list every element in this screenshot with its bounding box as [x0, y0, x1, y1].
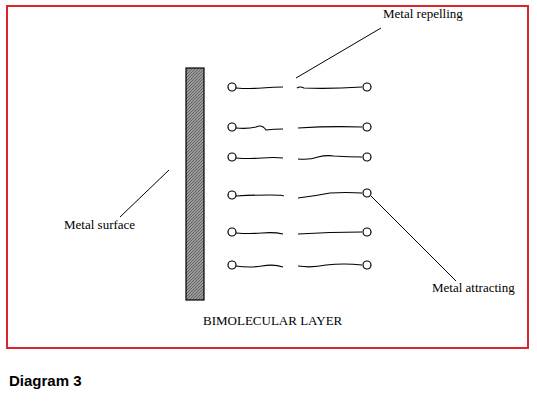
- callout-label: BIMOLECULAR LAYER: [203, 313, 342, 328]
- molecule-tail: [298, 232, 362, 234]
- outer-molecules: [297, 83, 371, 269]
- figure-caption: Diagram 3: [9, 372, 82, 390]
- molecule-head: [228, 191, 236, 199]
- molecule-head: [228, 153, 236, 161]
- molecule-head: [228, 228, 236, 236]
- metal-surface-bar: [186, 68, 204, 300]
- molecule-tail: [236, 265, 283, 267]
- molecule-head: [228, 123, 236, 131]
- inner-molecules: [228, 83, 283, 269]
- molecule-tail: [236, 87, 283, 89]
- molecule-tail: [298, 127, 362, 128]
- molecule-head: [363, 189, 371, 197]
- molecule-head: [363, 228, 371, 236]
- molecule-tail: [236, 126, 283, 130]
- molecule-tail: [236, 195, 283, 196]
- molecule-head: [363, 83, 371, 91]
- molecule-tail: [236, 233, 283, 234]
- leader-line: [371, 196, 456, 281]
- molecule-tail: [298, 193, 362, 199]
- molecule-tail: [236, 158, 283, 159]
- molecule-head: [228, 261, 236, 269]
- molecule-tail: [298, 156, 362, 160]
- frame-border: [7, 6, 528, 348]
- molecule-head: [228, 83, 236, 91]
- leader-line: [120, 170, 169, 217]
- molecule-tail: [298, 264, 362, 267]
- molecule-head: [363, 123, 371, 131]
- molecule-head: [363, 153, 371, 161]
- leader-line: [296, 28, 381, 78]
- leader-lines: [120, 28, 456, 281]
- callout-label: Metal attracting: [432, 280, 515, 295]
- molecule-tail: [297, 87, 362, 88]
- molecule-head: [363, 261, 371, 269]
- callout-label: Metal repelling: [383, 6, 463, 21]
- callout-label: Metal surface: [64, 217, 135, 232]
